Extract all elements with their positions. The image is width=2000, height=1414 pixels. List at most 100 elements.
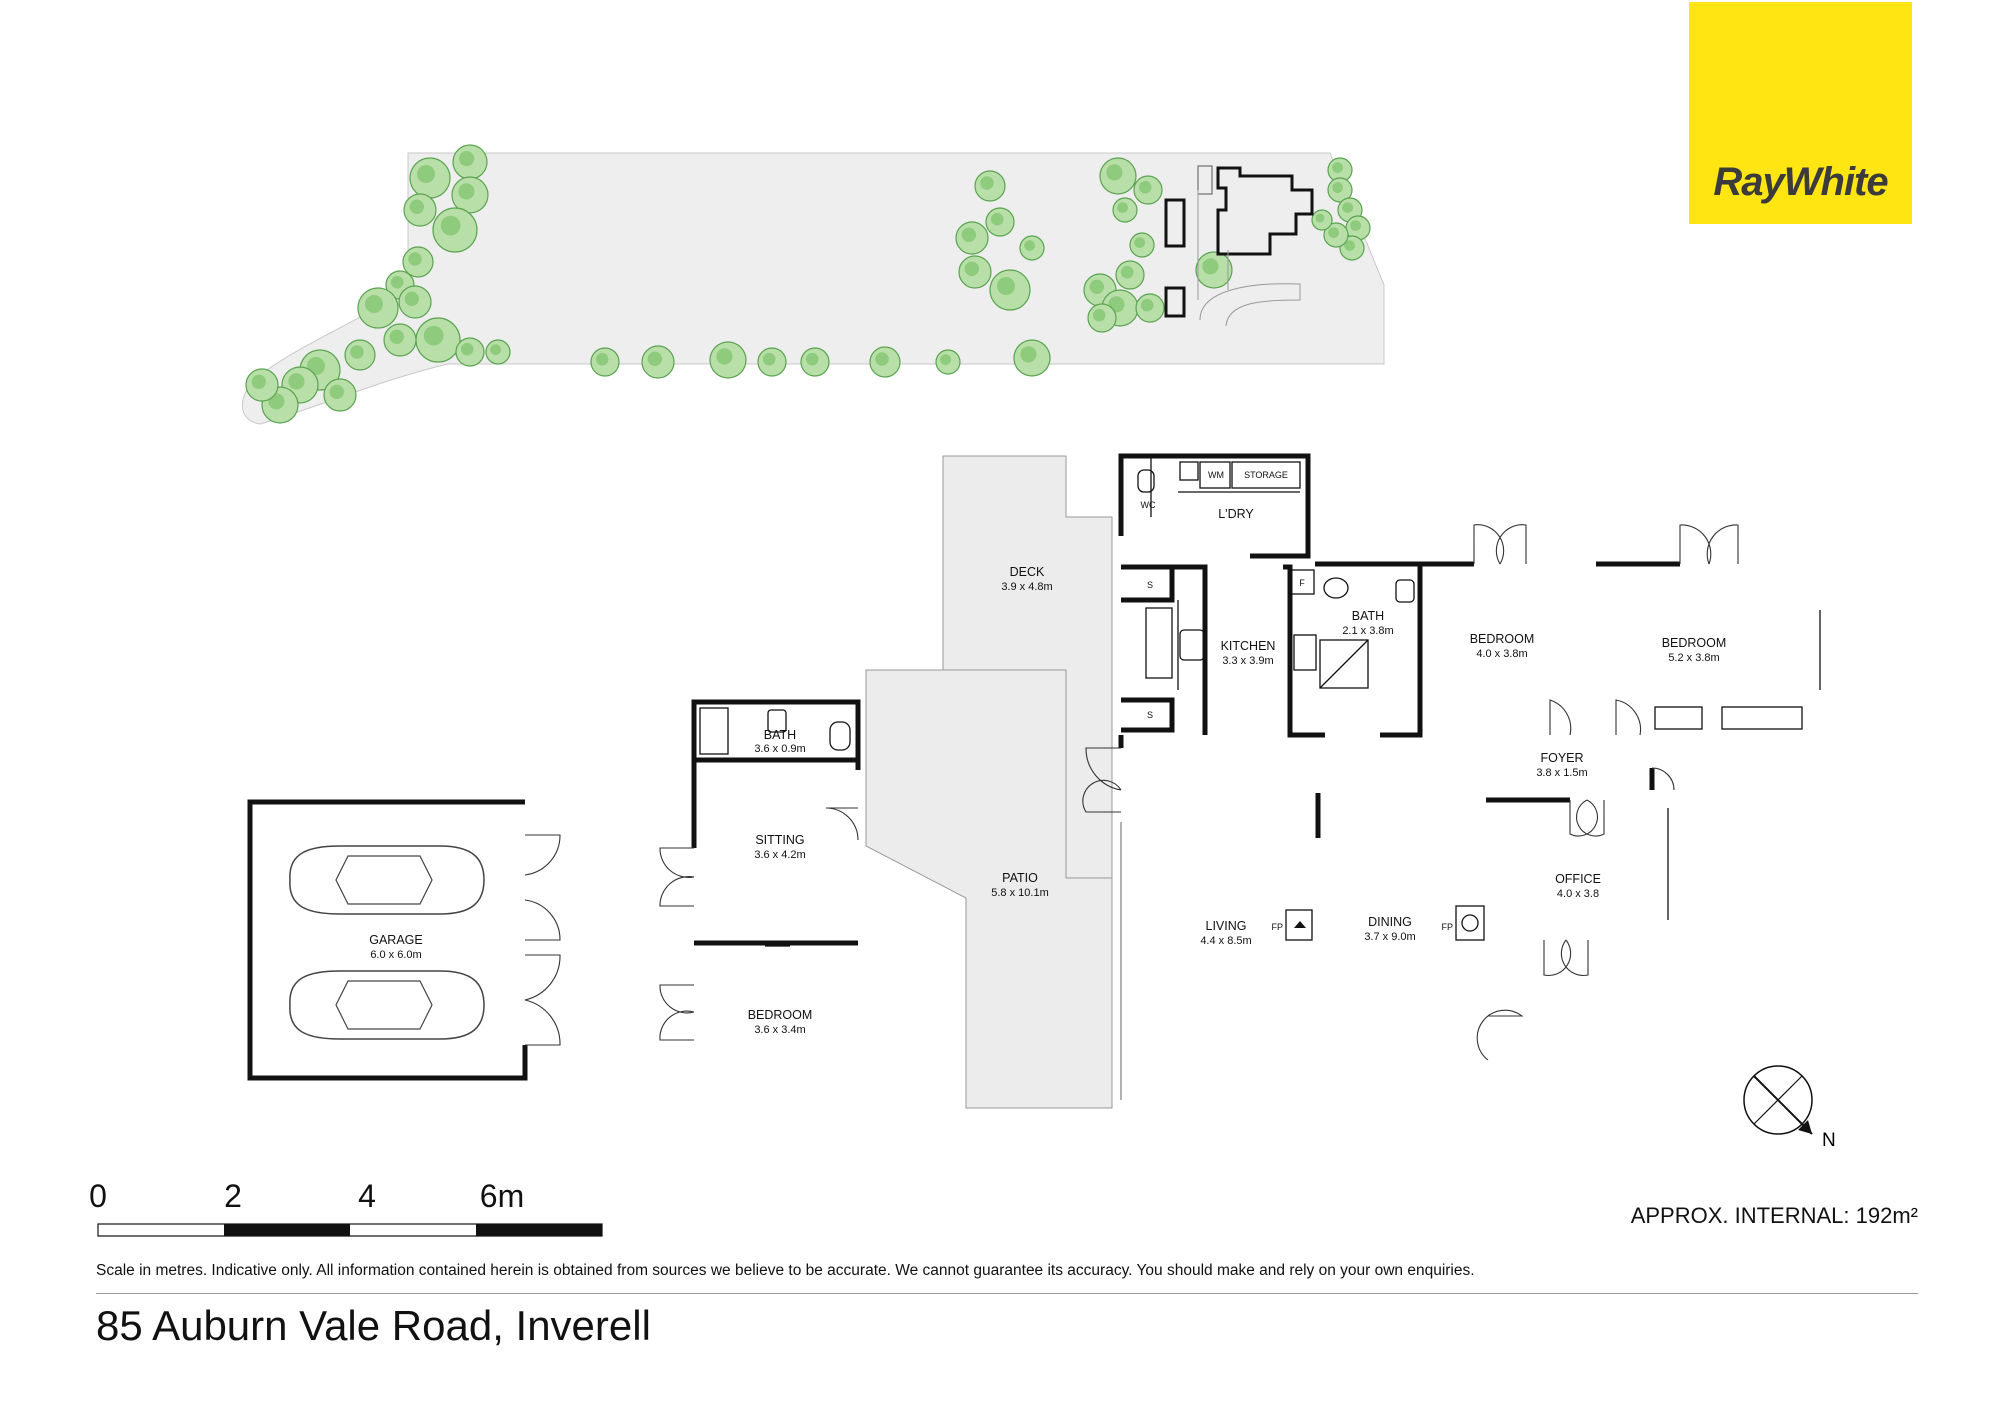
tree-core (408, 252, 422, 266)
dims-foyer: 3.8 x 1.5m (1536, 767, 1587, 779)
label-garage: GARAGE (369, 933, 423, 947)
tree-core (404, 291, 419, 306)
tree-core (458, 183, 475, 200)
tree-core (1202, 258, 1219, 275)
footer-divider (96, 1293, 1918, 1294)
approx-internal-area: APPROX. INTERNAL: 192m² (1630, 1203, 1918, 1228)
compass-north-label: N (1822, 1130, 1836, 1151)
tree-core (1315, 213, 1325, 223)
tree-core (251, 374, 266, 389)
tree-core (964, 261, 979, 276)
car-top (289, 845, 485, 915)
compass-rose: N (1743, 1065, 1836, 1151)
fireplace-label-dining: FP (1441, 922, 1453, 932)
disclaimer-text: Scale in metres. Indicative only. All in… (96, 1262, 1475, 1279)
dims-bedroom-1: 4.0 x 3.8m (1476, 648, 1527, 660)
ray-white-logo-panel (1689, 2, 1912, 224)
tree-core (440, 215, 461, 236)
site-lot (241, 152, 1385, 425)
tree-core (365, 295, 383, 313)
fireplace-label-living: FP (1271, 922, 1283, 932)
tree-core (1332, 182, 1343, 194)
tree-core (940, 354, 951, 365)
tree-core (1020, 346, 1037, 363)
dims-bedroom-studio: 3.6 x 3.4m (754, 1024, 805, 1036)
label-bedroom-2: BEDROOM (1662, 636, 1727, 650)
tree-core (1140, 298, 1154, 312)
dims-living: 4.4 x 8.5m (1200, 935, 1251, 947)
label-deck: DECK (1010, 565, 1045, 579)
tree-core (288, 373, 305, 390)
label-bath-main: BATH (1352, 609, 1384, 623)
tree-core (390, 275, 404, 289)
label-bedroom-studio: BEDROOM (748, 1008, 813, 1022)
dims-bath-main: 2.1 x 3.8m (1342, 625, 1393, 637)
tree-core (1134, 237, 1145, 249)
tree-core (423, 325, 444, 346)
fridge-label: F (1299, 578, 1305, 588)
tree-core (329, 384, 344, 399)
dims-patio: 5.8 x 10.1m (991, 887, 1048, 899)
tree-core (1120, 265, 1134, 279)
tree-core (716, 348, 733, 365)
tree-core (1342, 202, 1353, 214)
tree-core (762, 352, 776, 366)
dims-sitting: 3.6 x 4.2m (754, 849, 805, 861)
scale-bar: 0 2 4 6m (89, 1178, 603, 1237)
tree-core (1138, 180, 1152, 194)
tree-core (409, 199, 424, 214)
car-bottom (289, 970, 485, 1040)
scale-label-2: 2 (224, 1178, 242, 1214)
tree-core (1092, 308, 1106, 322)
studio-building (659, 699, 861, 1041)
tree-core (417, 165, 435, 183)
patio-area (865, 669, 1113, 1109)
tree-core (647, 351, 662, 366)
tree-core (961, 227, 976, 242)
tree-core (1332, 162, 1343, 174)
tree-core (1328, 227, 1339, 239)
dims-dining: 3.7 x 9.0m (1364, 931, 1415, 943)
dims-garage: 6.0 x 6.0m (370, 949, 421, 961)
tree-core (980, 176, 994, 190)
site-house-outline (1164, 165, 1314, 327)
label-patio: PATIO (1002, 871, 1038, 885)
ray-white-logo-text: RayWhite (1713, 160, 1888, 204)
tree-core (997, 277, 1015, 295)
dims-deck: 3.9 x 4.8m (1001, 581, 1052, 593)
label-foyer: FOYER (1540, 751, 1583, 765)
tree-core (1117, 202, 1128, 214)
tree-core (805, 352, 819, 366)
scale-label-0: 0 (89, 1178, 107, 1214)
room-labels: DECK 3.9 x 4.8m WC L'DRY WM STORAGE KITC… (369, 470, 1726, 1036)
tree-core (595, 352, 609, 366)
tree-core (460, 342, 474, 356)
tree-core (1344, 240, 1355, 252)
tree-core (1024, 240, 1035, 252)
shower-label-upper: S (1147, 580, 1153, 590)
label-laundry: L'DRY (1218, 507, 1254, 521)
tree-core (458, 150, 475, 167)
dims-bath-studio: 3.6 x 0.9m (754, 743, 805, 755)
scale-label-6m: 6m (480, 1178, 524, 1214)
tree-core (875, 352, 889, 366)
dims-bedroom-2: 5.2 x 3.8m (1668, 652, 1719, 664)
tree-core (1106, 164, 1123, 181)
site-trees (245, 144, 1371, 424)
label-wm: WM (1208, 470, 1224, 480)
garage-building (247, 799, 561, 1081)
label-wc: WC (1141, 500, 1156, 510)
label-sitting: SITTING (755, 833, 804, 847)
label-kitchen: KITCHEN (1221, 639, 1276, 653)
tree-core (490, 344, 501, 355)
tree-core (990, 212, 1004, 226)
label-living: LIVING (1206, 919, 1247, 933)
site-plan (241, 144, 1385, 425)
tree-core (350, 345, 364, 359)
dims-office: 4.0 x 3.8 (1557, 888, 1599, 900)
label-bedroom-1: BEDROOM (1470, 632, 1535, 646)
label-dining: DINING (1368, 915, 1412, 929)
tree-core (389, 329, 404, 344)
label-storage: STORAGE (1244, 470, 1288, 480)
